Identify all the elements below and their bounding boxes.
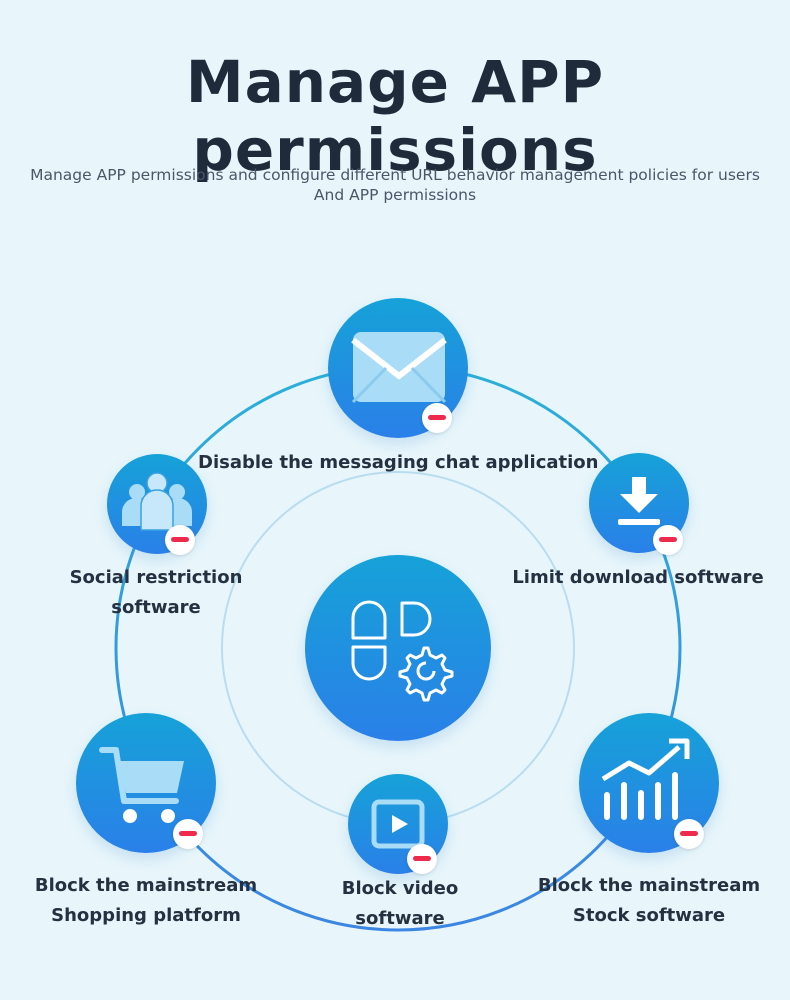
page-subtitle: Manage APP permissions and configure dif… bbox=[0, 165, 790, 205]
shopping-node bbox=[76, 713, 216, 853]
social-node bbox=[107, 454, 207, 555]
subtitle-line-2: And APP permissions bbox=[313, 186, 477, 204]
subtitle-line-1: Manage APP permissions and configure dif… bbox=[30, 166, 760, 184]
video-play-icon bbox=[371, 799, 425, 849]
center-hub bbox=[305, 555, 491, 741]
label-line: Block the mainstream bbox=[34, 875, 258, 896]
download-node bbox=[589, 453, 689, 555]
label-download: Limit download software bbox=[508, 563, 768, 593]
people-group-icon bbox=[122, 472, 192, 531]
page-title: Manage APP permissions bbox=[185, 48, 605, 184]
label-line: Block the mainstream bbox=[537, 875, 761, 896]
minus-badge bbox=[653, 525, 683, 555]
stock-node bbox=[579, 713, 719, 853]
label-line: Social restriction bbox=[69, 567, 243, 588]
label-line: software bbox=[355, 908, 445, 929]
label-messaging: Disable the messaging chat application bbox=[198, 448, 598, 478]
download-icon bbox=[618, 477, 660, 525]
label-line: Disable the messaging chat application bbox=[198, 452, 599, 473]
label-line: Stock software bbox=[572, 905, 726, 926]
shopping-cart-icon bbox=[99, 747, 184, 823]
label-line: Limit download software bbox=[512, 567, 764, 588]
app-settings-icon bbox=[351, 600, 454, 702]
video-node bbox=[348, 774, 448, 874]
label-social: Social restriction software bbox=[56, 563, 256, 623]
label-shopping: Block the mainstream Shopping platform bbox=[26, 871, 266, 931]
minus-badge bbox=[674, 819, 704, 849]
minus-badge bbox=[407, 844, 437, 874]
label-stock: Block the mainstream Stock software bbox=[529, 871, 769, 931]
minus-badge bbox=[165, 525, 195, 555]
messaging-node bbox=[328, 298, 468, 438]
stock-chart-icon bbox=[601, 738, 690, 820]
minus-badge bbox=[422, 403, 452, 433]
label-video: Block video software bbox=[300, 874, 500, 934]
envelope-icon bbox=[351, 332, 447, 404]
label-line: software bbox=[111, 597, 201, 618]
label-line: Shopping platform bbox=[51, 905, 241, 926]
minus-badge bbox=[173, 819, 203, 849]
label-line: Block video bbox=[341, 878, 459, 899]
